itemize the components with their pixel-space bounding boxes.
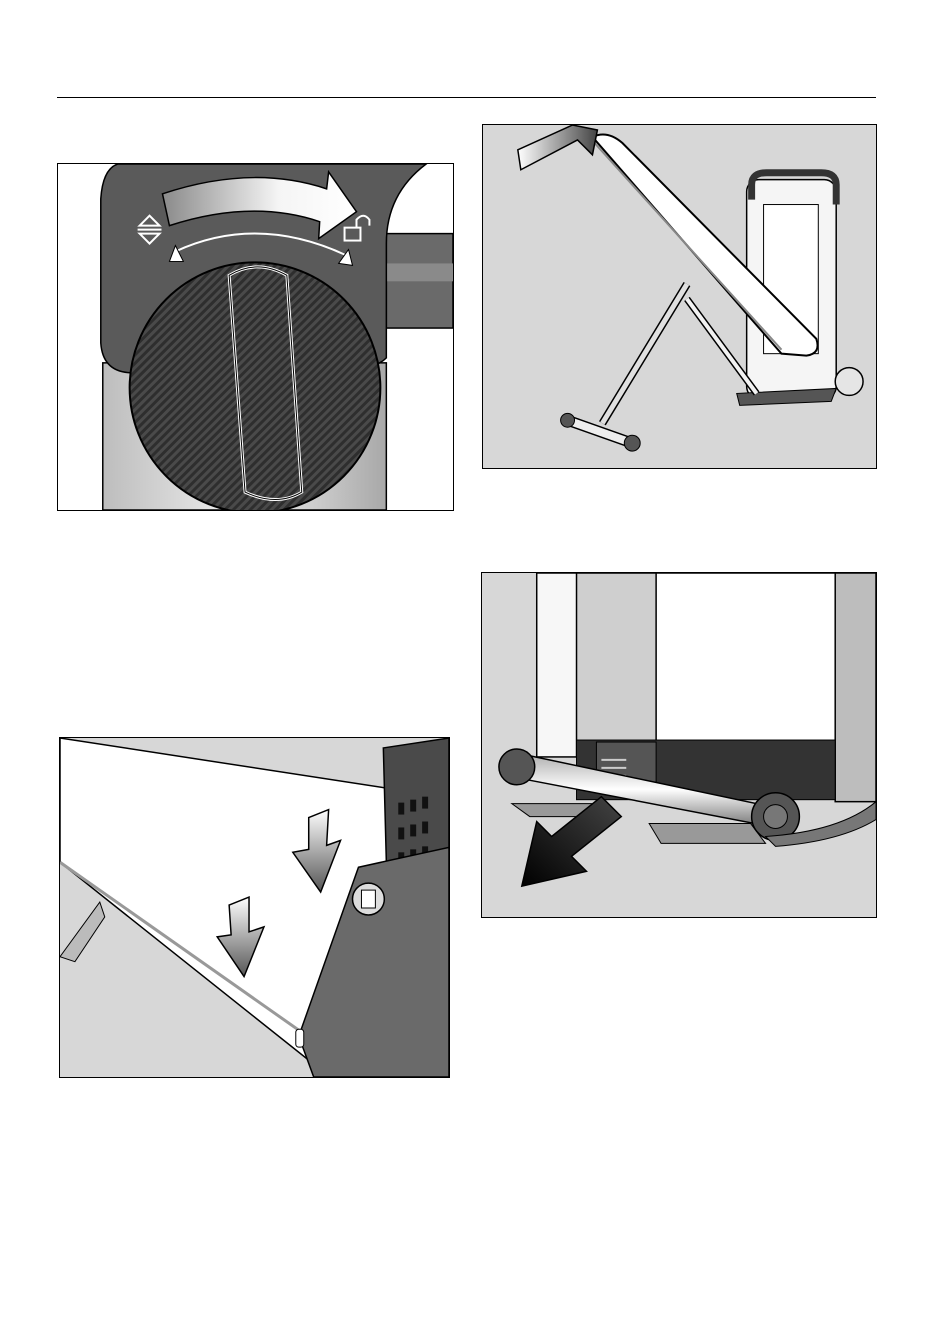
header-rule [57, 97, 876, 98]
foot-pedal-illustration [481, 572, 877, 918]
dial-unlock-illustration [57, 163, 454, 511]
board-lower-illustration [59, 737, 450, 1078]
board-raise-illustration [482, 124, 877, 469]
up-arrow-icon [518, 125, 598, 170]
